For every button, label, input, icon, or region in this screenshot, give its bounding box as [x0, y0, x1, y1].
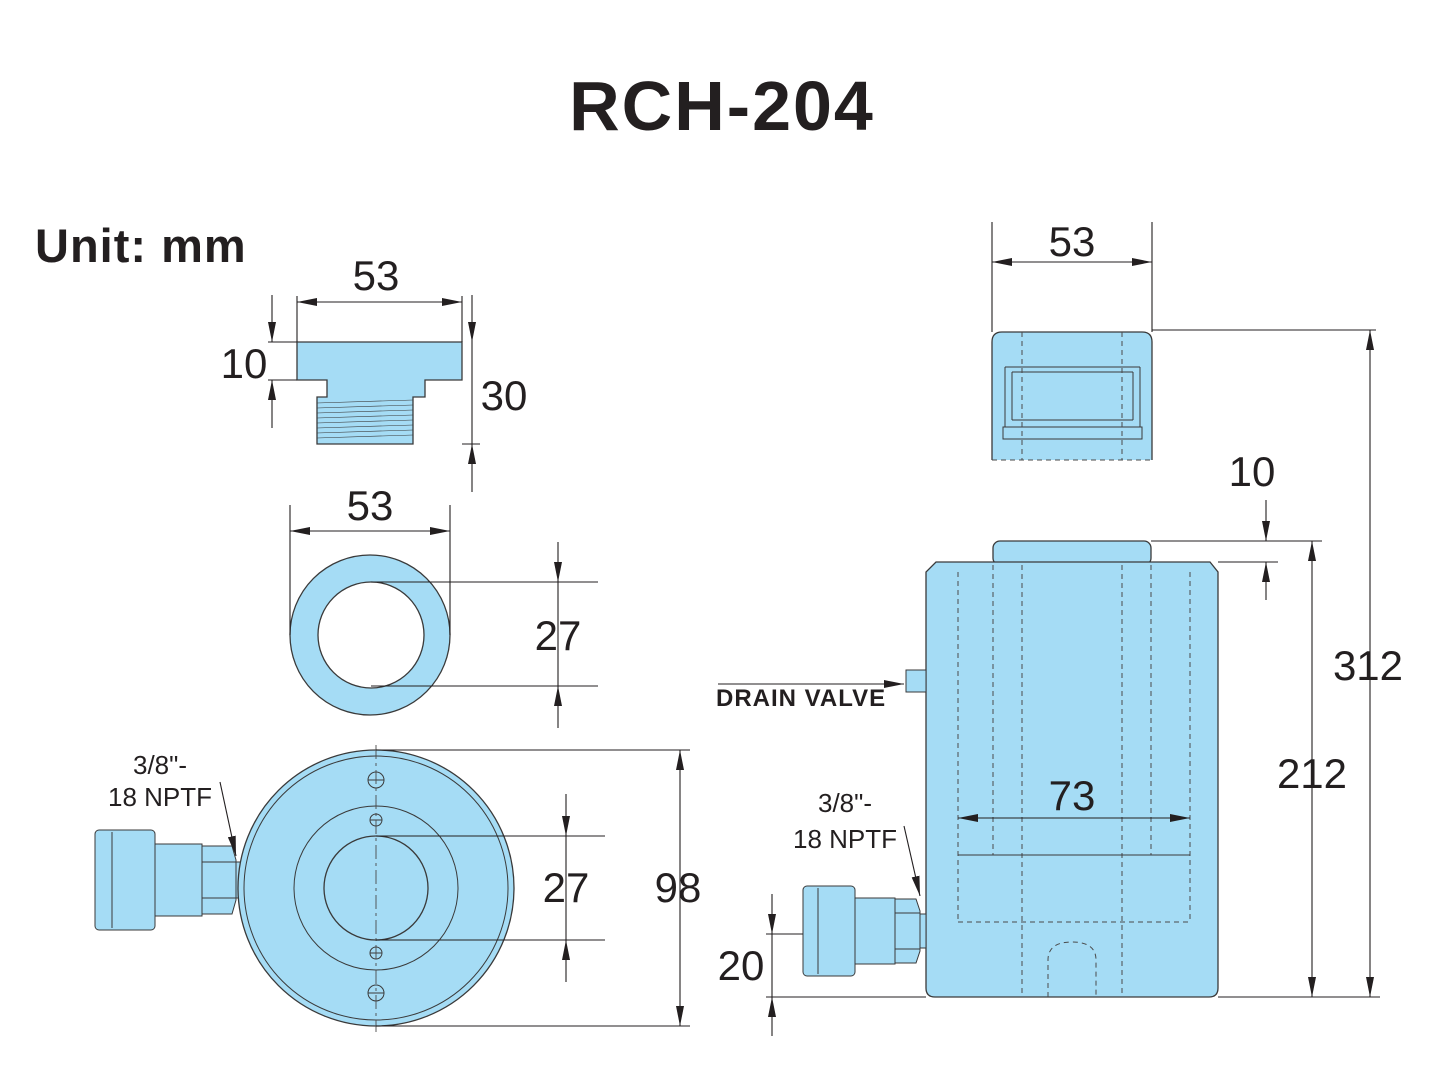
saddle-thread	[316, 399, 414, 439]
side-port-label-line1: 3/8"-	[818, 788, 872, 818]
ring-body	[289, 554, 451, 716]
ring-inner-label: 27	[535, 612, 582, 659]
saddle-body	[296, 341, 463, 445]
top-port-label-line1: 3/8"-	[133, 750, 187, 780]
side-saddle	[991, 331, 1153, 460]
side-coupler-body	[854, 897, 896, 965]
coupler-hex	[201, 845, 237, 915]
saddle-width-label: 53	[353, 252, 400, 299]
top-port-label-line2: 18 NPTF	[108, 782, 212, 812]
saddle-flange-label: 10	[221, 340, 268, 387]
top-diameter-label: 98	[655, 864, 702, 911]
collapsed-height-label: 212	[1277, 750, 1347, 797]
top-view: 3/8"- 18 NPTF 27 98	[94, 745, 702, 1032]
port-height-label: 20	[718, 942, 765, 989]
side-saddle-width-label: 53	[1049, 218, 1096, 265]
coupler-body	[154, 843, 203, 917]
saddle-view: 53 10 30	[221, 252, 528, 492]
cylinder-body	[925, 561, 1219, 998]
page-title: RCH-204	[569, 67, 875, 145]
top-bore-label: 27	[543, 864, 590, 911]
ring-view: 53 27	[289, 482, 598, 728]
drain-valve-label: DRAIN VALVE	[716, 685, 886, 712]
extended-height-label: 312	[1333, 642, 1403, 689]
side-port-label-line2: 18 NPTF	[793, 824, 897, 854]
side-view: 53 DRAIN VALVE 73 3/8"- 18 NPTF	[716, 218, 1403, 1036]
unit-label: Unit: mm	[35, 219, 247, 272]
ring-outer-label: 53	[347, 482, 394, 529]
side-coupler-hex	[894, 898, 921, 964]
coupler-head	[94, 829, 156, 931]
saddle-height-label: 30	[481, 372, 528, 419]
body-width-label: 73	[1049, 772, 1096, 819]
stroke-label: 10	[1229, 448, 1276, 495]
side-coupler-head	[802, 885, 856, 977]
drain-valve	[905, 669, 927, 693]
